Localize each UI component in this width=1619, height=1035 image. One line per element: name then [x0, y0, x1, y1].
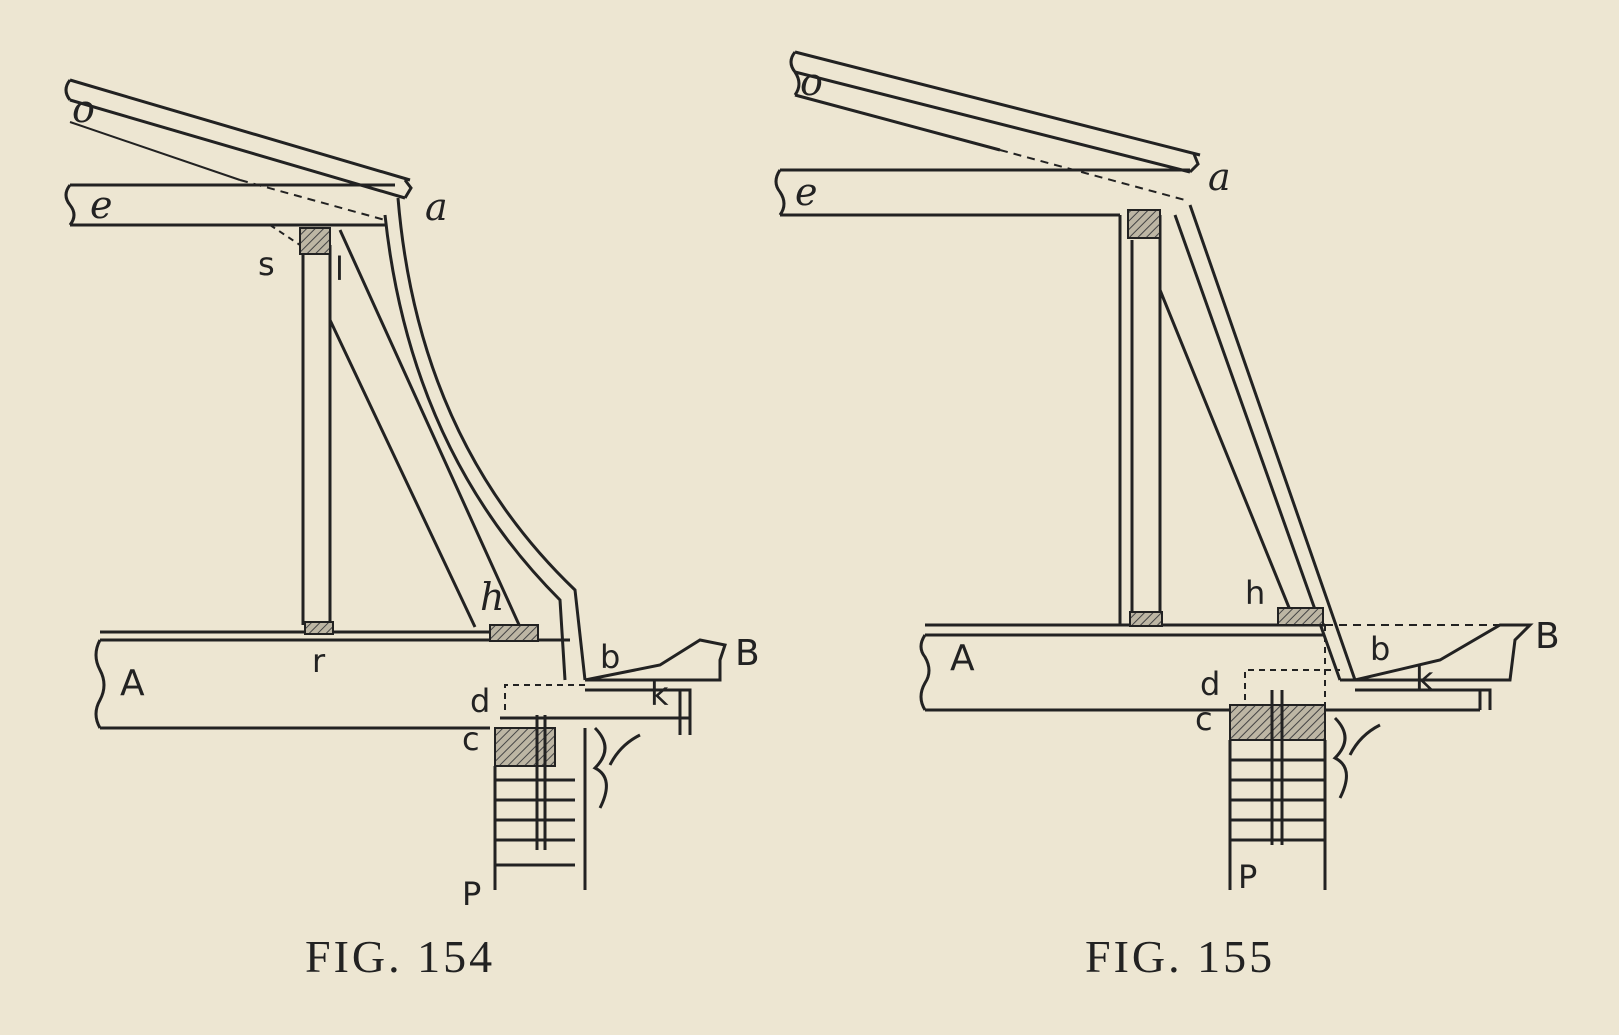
brace-diagonal-155 [1158, 204, 1357, 681]
label-b-155: b [1370, 630, 1390, 668]
label-a: a [425, 185, 448, 229]
stud-post [301, 245, 332, 625]
label-r: r [312, 642, 326, 680]
label-A-155: A [950, 638, 975, 679]
brace-diagonal [328, 229, 522, 628]
label-k-155: k [1415, 660, 1434, 698]
label-h: h [480, 575, 504, 619]
label-A: A [120, 663, 145, 704]
bracket-molding-2-155 [1348, 723, 1381, 756]
caption-fig-155: FIG. 155 [1085, 931, 1276, 982]
label-P-155: P [1238, 858, 1257, 896]
beam-A-155 [919, 623, 1480, 712]
plate-block-top-155 [1127, 209, 1161, 239]
block-h [489, 624, 539, 642]
label-e: e [90, 183, 113, 227]
sill-155 [1129, 611, 1163, 627]
label-P: P [462, 875, 481, 913]
stud-post-155 [1118, 215, 1162, 625]
rafter-o [64, 78, 413, 200]
label-k: k [650, 675, 669, 713]
label-d-155: d [1200, 665, 1220, 703]
figure-155 [774, 50, 1534, 890]
label-a-155: a [1208, 155, 1231, 199]
cornice-B [500, 638, 727, 735]
sill-r [304, 621, 334, 635]
beam-A [94, 630, 570, 730]
plate-block-top [299, 227, 331, 255]
cornice-B-155 [1340, 623, 1534, 710]
joist-e [64, 183, 395, 227]
dashed-line-d [504, 684, 590, 710]
label-s: s [258, 245, 275, 283]
wall-plate-c-155 [1229, 704, 1326, 741]
label-o-155: o [800, 60, 823, 104]
bracket-molding [592, 726, 608, 809]
figure-154 [64, 78, 727, 890]
brick-wall-P-155 [1228, 690, 1327, 890]
brick-wall-P [493, 715, 587, 890]
label-b: b [600, 638, 620, 676]
label-B: B [735, 633, 760, 674]
label-h-155: h [1245, 574, 1265, 612]
label-e-155: e [795, 170, 818, 214]
label-d: d [470, 682, 490, 720]
bracket-molding-2 [608, 733, 641, 766]
joist-e-155 [774, 168, 1190, 217]
block-h-155 [1277, 607, 1324, 626]
label-c-155: c [1195, 700, 1213, 738]
dashed-line-rafter [239, 179, 386, 221]
caption-fig-154: FIG. 154 [305, 931, 496, 982]
label-c: c [462, 720, 480, 758]
bracket-molding-155 [1332, 716, 1348, 799]
label-o: o [72, 87, 95, 131]
label-B-155: B [1535, 616, 1560, 657]
label-l: l [335, 250, 344, 288]
curved-rafter-tail [383, 197, 587, 681]
rafter-o-155 [789, 50, 1201, 174]
